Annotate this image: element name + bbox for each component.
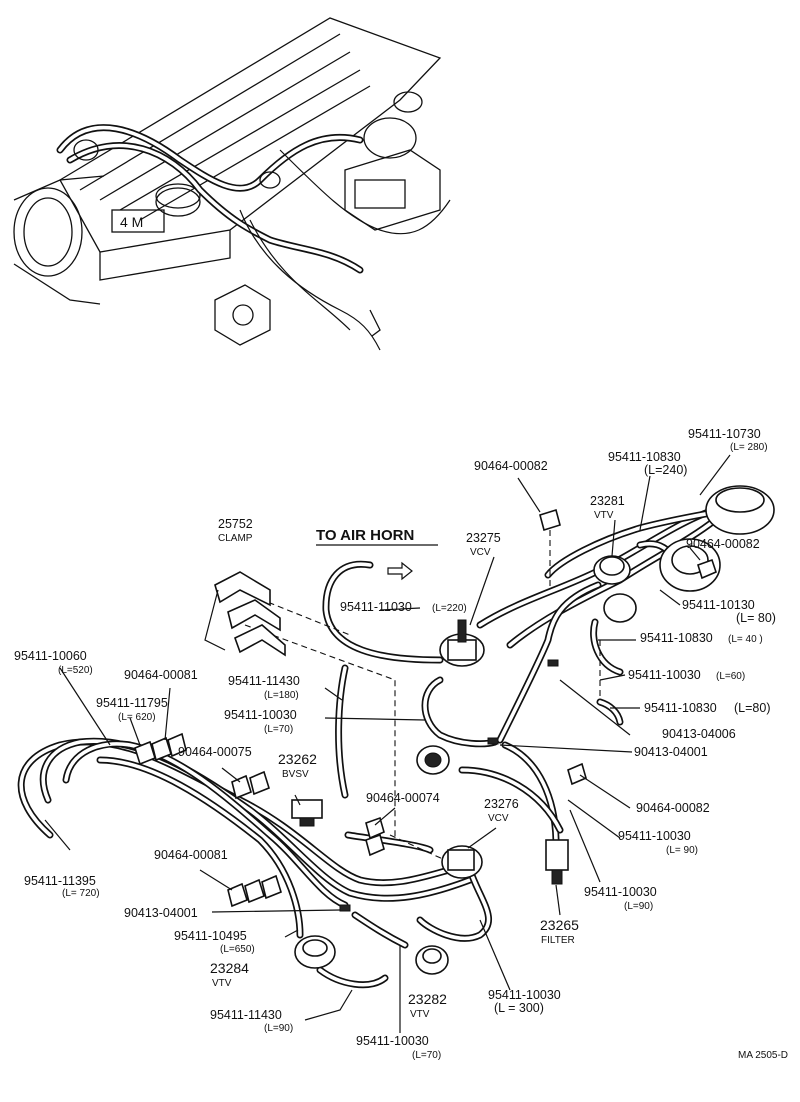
label-23281: 23281 xyxy=(590,494,625,508)
label-95411-10060-sub: (L=520) xyxy=(58,665,93,676)
label-95411-10030-f: 95411-10030 xyxy=(356,1034,429,1048)
components xyxy=(134,485,775,975)
label-95411-10730-sub: (L= 280) xyxy=(730,442,768,453)
label-90464-00081-b: 90464-00081 xyxy=(154,848,228,862)
label-95411-10030-d-sub: (L=90) xyxy=(624,901,653,912)
label-95411-10030-f-sub: (L=70) xyxy=(412,1050,441,1061)
label-95411-10830-b: 95411-10830 xyxy=(640,631,713,645)
label-95411-11795-sub: (L= 620) xyxy=(118,712,156,723)
label-95411-10730: 95411-10730 xyxy=(688,427,761,441)
label-95411-11430-a: 95411-11430 xyxy=(228,674,300,688)
label-90464-00081-a: 90464-00081 xyxy=(124,668,198,682)
label-23284: 23284 xyxy=(210,960,249,976)
label-95411-11430-a-sub: (L=180) xyxy=(264,690,299,701)
label-23281-sub: VTV xyxy=(594,510,614,521)
label-23265: 23265 xyxy=(540,917,579,933)
label-90464-00075: 90464-00075 xyxy=(178,745,252,759)
label-95411-10030-a: 95411-10030 xyxy=(628,668,701,682)
label-23282-sub: VTV xyxy=(410,1009,430,1020)
label-95411-11030-sub: (L=220) xyxy=(432,603,467,614)
label-95411-10060: 95411-10060 xyxy=(14,649,87,663)
label-95411-10030-e: 95411-10030 xyxy=(488,988,561,1002)
label-95411-10030-c-sub: (L= 90) xyxy=(666,845,698,856)
label-95411-10030-a-sub: (L=60) xyxy=(716,671,745,682)
label-23282: 23282 xyxy=(408,991,447,1007)
label-95411-10030-b: 95411-10030 xyxy=(224,708,297,722)
label-90413-04006: 90413-04006 xyxy=(662,727,736,741)
label-90464-00074: 90464-00074 xyxy=(366,791,440,805)
label-23276-sub: VCV xyxy=(488,813,509,824)
label-leaders xyxy=(44,454,731,1033)
label-95411-10030-e-sub: (L = 300) xyxy=(494,1001,544,1015)
heading-to-air-horn: TO AIR HORN xyxy=(316,527,414,544)
label-23276: 23276 xyxy=(484,797,519,811)
label-95411-11395: 95411-11395 xyxy=(24,874,96,888)
label-95411-11030: 95411-11030 xyxy=(340,600,412,614)
engine-badge-text: 4 M xyxy=(120,214,143,230)
label-25752: 25752 xyxy=(218,517,253,531)
label-95411-10130-sub: (L= 80) xyxy=(736,611,776,625)
label-23262: 23262 xyxy=(278,751,317,767)
label-95411-10130: 95411-10130 xyxy=(682,598,755,612)
label-95411-10030-c: 95411-10030 xyxy=(618,829,691,843)
label-95411-10830-b-sub: (L= 40 ) xyxy=(728,634,763,645)
label-23262-sub: BVSV xyxy=(282,769,309,780)
label-25752-sub: CLAMP xyxy=(218,533,253,544)
label-23265-sub: FILTER xyxy=(541,935,575,946)
label-95411-11430-b-sub: (L=90) xyxy=(264,1023,293,1034)
part-labels: TO AIR HORN 25752 CLAMP 90464-00082 2328… xyxy=(14,427,788,1061)
label-90413-04001-a: 90413-04001 xyxy=(634,745,708,759)
label-95411-10830-c: 95411-10830 xyxy=(644,701,717,715)
label-95411-11430-b: 95411-11430 xyxy=(210,1008,282,1022)
label-90413-04001-b: 90413-04001 xyxy=(124,906,198,920)
label-95411-10830-c-sub: (L=80) xyxy=(734,701,770,715)
label-95411-10030-d: 95411-10030 xyxy=(584,885,657,899)
label-23275-sub: VCV xyxy=(470,547,491,558)
label-23275: 23275 xyxy=(466,531,501,545)
label-23284-sub: VTV xyxy=(212,978,232,989)
label-95411-11795: 95411-11795 xyxy=(96,696,168,710)
label-95411-10495-sub: (L=650) xyxy=(220,944,255,955)
label-95411-10830-a: 95411-10830 xyxy=(608,450,681,464)
label-90464-00082-mid: 90464-00082 xyxy=(686,537,760,551)
label-95411-10830-a-sub: (L=240) xyxy=(644,463,687,477)
label-95411-11395-sub: (L= 720) xyxy=(62,888,100,899)
assembly-leaders xyxy=(244,530,601,861)
label-95411-10030-b-sub: (L=70) xyxy=(264,724,293,735)
footer-code: MA 2505-D xyxy=(738,1050,788,1061)
label-95411-10495: 95411-10495 xyxy=(174,929,247,943)
label-90464-00082-low: 90464-00082 xyxy=(636,801,710,815)
label-90464-00082-top: 90464-00082 xyxy=(474,459,548,473)
engine-overview-illustration: 4 M xyxy=(13,17,451,351)
